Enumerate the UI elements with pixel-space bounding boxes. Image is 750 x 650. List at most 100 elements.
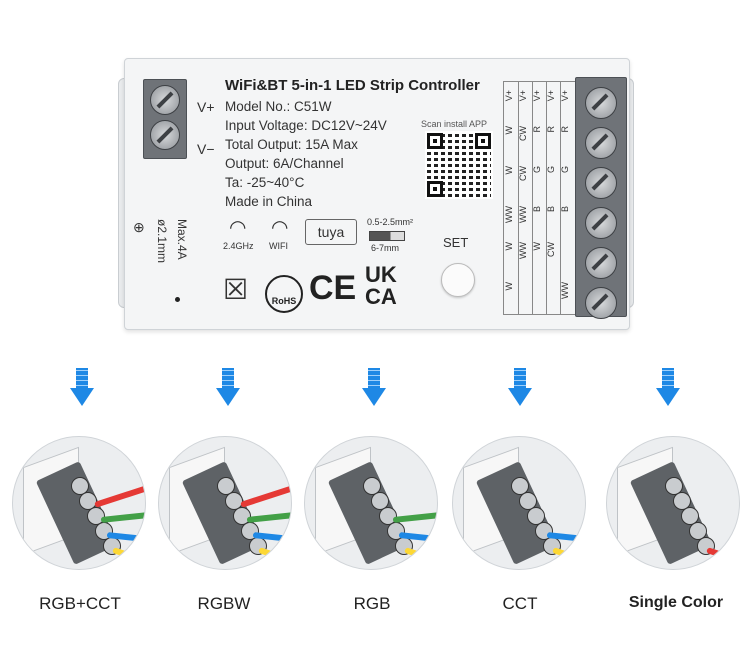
wire <box>94 483 145 508</box>
wiring-mode-circle <box>606 436 740 570</box>
wiring-mode-circle <box>158 436 292 570</box>
model-number: Model No.: C51W <box>225 99 332 114</box>
scan-label: Scan install APP <box>421 119 488 129</box>
down-arrow-icon <box>656 368 680 410</box>
table-column: V+ R G B CW <box>546 82 561 314</box>
ukca-mark-top: UK <box>365 262 397 287</box>
screw-icon <box>585 127 617 159</box>
channel-output: Output: 6A/Channel <box>225 156 344 171</box>
mode-label-rgbcct: RGB+CCT <box>39 594 121 613</box>
table-cell: R <box>546 126 556 133</box>
mode-label-rgb: RGB <box>353 594 391 613</box>
dc-jack-hole <box>175 297 180 302</box>
table-column: V+ R G B WW <box>560 82 574 314</box>
power-terminal <box>143 79 187 159</box>
wire <box>552 547 585 569</box>
ce-mark: CE <box>309 269 357 307</box>
qr-code-icon <box>425 131 493 199</box>
mode-label-rgbw: RGBW <box>197 594 251 613</box>
table-cell: V+ <box>504 90 514 102</box>
wire <box>404 547 437 569</box>
table-cell: V+ <box>546 90 556 102</box>
wire <box>112 547 145 569</box>
table-cell: WW <box>518 206 528 223</box>
device-title: WiFi&BT 5-in-1 LED Strip Controller <box>225 77 480 94</box>
table-cell: CW <box>546 242 556 257</box>
wire <box>240 483 291 508</box>
vplus-label: V+ <box>197 99 215 115</box>
table-cell: G <box>560 166 570 174</box>
wire <box>706 547 739 569</box>
wifi-24ghz-label: 2.4GHz <box>223 241 254 251</box>
table-column: V+ CW CW WW WW <box>518 82 533 314</box>
table-cell: B <box>532 206 542 213</box>
screw-icon <box>150 85 180 115</box>
set-button[interactable] <box>441 263 475 297</box>
down-arrow-icon <box>508 368 532 410</box>
wire <box>246 510 291 523</box>
qr-finder-icon <box>475 133 491 149</box>
table-cell: W <box>504 166 514 175</box>
table-cell: G <box>546 166 556 174</box>
wire <box>392 510 437 523</box>
tuya-logo: tuya <box>305 219 357 245</box>
screw-icon <box>150 120 180 150</box>
screw-icon <box>585 87 617 119</box>
table-cell: R <box>532 126 542 133</box>
table-cell: R <box>560 126 570 133</box>
wire <box>258 547 291 569</box>
vminus-label: V− <box>197 141 215 157</box>
total-output: Total Output: 15A Max <box>225 137 358 152</box>
rohs-icon: RoHS <box>265 275 303 313</box>
screw-icon <box>585 247 617 279</box>
dc-size-label: ø2.1mm <box>155 219 169 264</box>
strip-length-label: 6-7mm <box>371 243 400 253</box>
screw-icon <box>585 287 617 319</box>
table-cell: WW <box>504 206 514 223</box>
led-controller: V+ V− WiFi&BT 5-in-1 LED Strip Controlle… <box>118 58 634 330</box>
table-cell: CW <box>518 126 528 141</box>
wire-strip-icon <box>369 231 405 241</box>
made-in: Made in China <box>225 194 313 209</box>
wiring-mode-circle <box>12 436 146 570</box>
table-cell: W <box>504 126 514 135</box>
table-cell: W <box>504 242 514 251</box>
controller-body: V+ V− WiFi&BT 5-in-1 LED Strip Controlle… <box>124 58 630 330</box>
wifi-icon: ◠ <box>271 217 289 239</box>
wifi-icon: ◠ <box>229 217 247 239</box>
terminal-table: V+ W W WW W W V+ CW CW WW WW V+ R G B W <box>503 81 577 315</box>
table-column: V+ W W WW W W <box>504 82 519 314</box>
screw-icon <box>585 207 617 239</box>
table-cell: CW <box>518 166 528 181</box>
wire-size-label: 0.5-2.5mm² <box>367 217 414 227</box>
table-cell: W <box>504 282 514 291</box>
qr-finder-icon <box>427 181 443 197</box>
qr-finder-icon <box>427 133 443 149</box>
temperature-range: Ta: -25~40°C <box>225 175 305 190</box>
table-cell: B <box>560 206 570 213</box>
wiring-mode-circle <box>304 436 438 570</box>
table-column: V+ R G B W <box>532 82 547 314</box>
table-cell: WW <box>560 282 570 299</box>
weee-bin-icon: ☒ <box>223 274 249 305</box>
table-cell: G <box>532 166 542 174</box>
table-cell: WW <box>518 242 528 259</box>
output-terminal <box>575 77 627 319</box>
wiring-mode-circle <box>452 436 586 570</box>
table-cell: V+ <box>560 90 570 102</box>
input-voltage: Input Voltage: DC12V~24V <box>225 118 387 133</box>
down-arrow-icon <box>70 368 94 410</box>
dc-max-label: Max.4A <box>175 219 189 260</box>
polarity-icon: ⊕ <box>133 219 145 235</box>
table-cell: W <box>532 242 542 251</box>
wifi-label: WIFI <box>269 241 288 251</box>
mode-label-cct: CCT <box>502 594 538 613</box>
set-label: SET <box>443 235 469 250</box>
down-arrow-icon <box>216 368 240 410</box>
ukca-mark-bottom: CA <box>365 284 397 309</box>
down-arrow-icon <box>362 368 386 410</box>
table-cell: V+ <box>532 90 542 102</box>
mode-label-single-color: Single Color <box>628 594 724 611</box>
table-cell: V+ <box>518 90 528 102</box>
wire <box>100 510 145 523</box>
